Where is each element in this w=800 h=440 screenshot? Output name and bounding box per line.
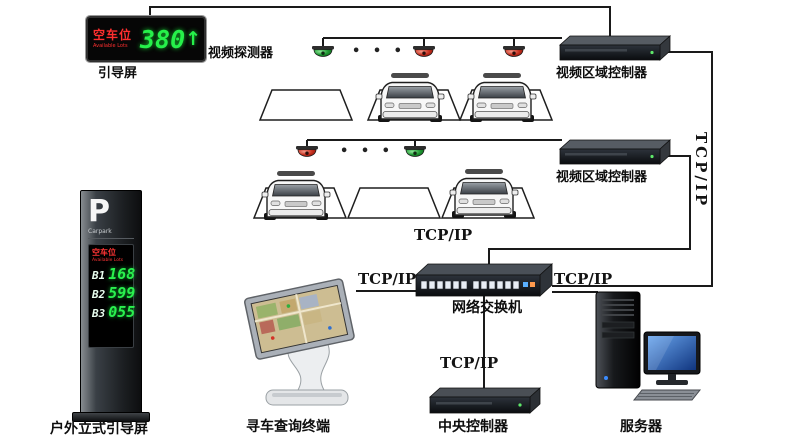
tcpip-label-right-vertical: TCP/IP [692,132,710,209]
zone-count: 055 [108,302,136,321]
parking-spot-empty [258,89,354,121]
up-arrow-icon: ↑ [185,27,202,50]
pillar-led-screen: 空车位 Available Lots B1 168 B2 599 B3 055 [88,244,135,348]
server-keyboard [632,389,702,401]
zone-count: 168 [108,264,136,283]
label-video-area-controller-2: 视频区域控制器 [556,170,648,185]
pillar-base [72,412,150,422]
video-area-controller-1-box [558,35,672,61]
label-video-detector: 视频探测器 [208,46,274,61]
guidance-led-panel: 空车位 Available Lots 380 ↑ [85,15,207,63]
car-icon [261,170,331,221]
car-icon [467,72,537,123]
dome-camera-red-icon [502,45,526,57]
label-network-switch: 网络交换机 [452,300,522,316]
label-guidance-screen: 引导屏 [98,66,138,81]
outdoor-pillar-display: P Carpark 空车位 Available Lots B1 168 B2 5… [80,190,142,416]
parking-spot-empty [346,187,442,219]
tcpip-label-controller-link: TCP/IP [440,354,499,372]
led-title-en: Available Lots [93,42,128,49]
tcpip-label-center: TCP/IP [414,226,473,244]
zone-count-row: B1 168 [92,266,135,282]
led-title-cn: 空车位 [93,28,133,43]
central-controller-box [428,387,542,414]
ellipsis-dots: • • • [340,144,394,159]
pillar-brand: Carpark [88,228,134,239]
label-kiosk-terminal: 寻车查询终端 [246,419,330,435]
network-switch-box [414,263,554,297]
kiosk-stand [287,339,330,391]
dome-camera-green-icon [403,145,427,157]
zone-label: B3 [92,306,106,320]
video-area-controller-2-box [558,139,672,165]
dome-camera-red-icon [295,145,319,157]
connection-lines [149,6,713,392]
label-outdoor-guidance-screen: 户外立式引导屏 [50,421,148,437]
zone-label: B1 [92,268,106,282]
kiosk-base [265,389,349,406]
pillar-title-cn: 空车位 [92,248,116,257]
available-lots-count: 380 [140,24,186,54]
pillar-title-en: Available Lots [92,257,124,263]
label-video-area-controller-1: 视频区域控制器 [556,66,648,81]
server-monitor [643,331,701,385]
zone-label: B2 [92,287,106,301]
zone-count-row: B3 055 [92,304,135,320]
pillar-p-letter: P [88,194,110,229]
tcpip-label-server-link: TCP/IP [554,270,613,288]
dome-camera-red-icon [412,45,436,57]
ellipsis-dots: • • • [352,44,406,59]
tcpip-label-kiosk-link: TCP/IP [358,270,417,288]
zone-count-row: B2 599 [92,285,135,301]
label-server: 服务器 [620,419,662,435]
kiosk-screen [244,278,355,360]
label-central-controller: 中央控制器 [438,419,508,435]
kiosk-group [244,278,355,406]
zone-count: 599 [108,283,136,302]
server-group [595,291,702,401]
car-icon [449,168,519,219]
server-tower [595,291,641,389]
car-icon [375,72,445,123]
dome-camera-green-icon [311,45,335,57]
led-panel-value-group: 380 ↑ [140,27,201,52]
led-panel-title: 空车位 Available Lots [93,28,135,49]
